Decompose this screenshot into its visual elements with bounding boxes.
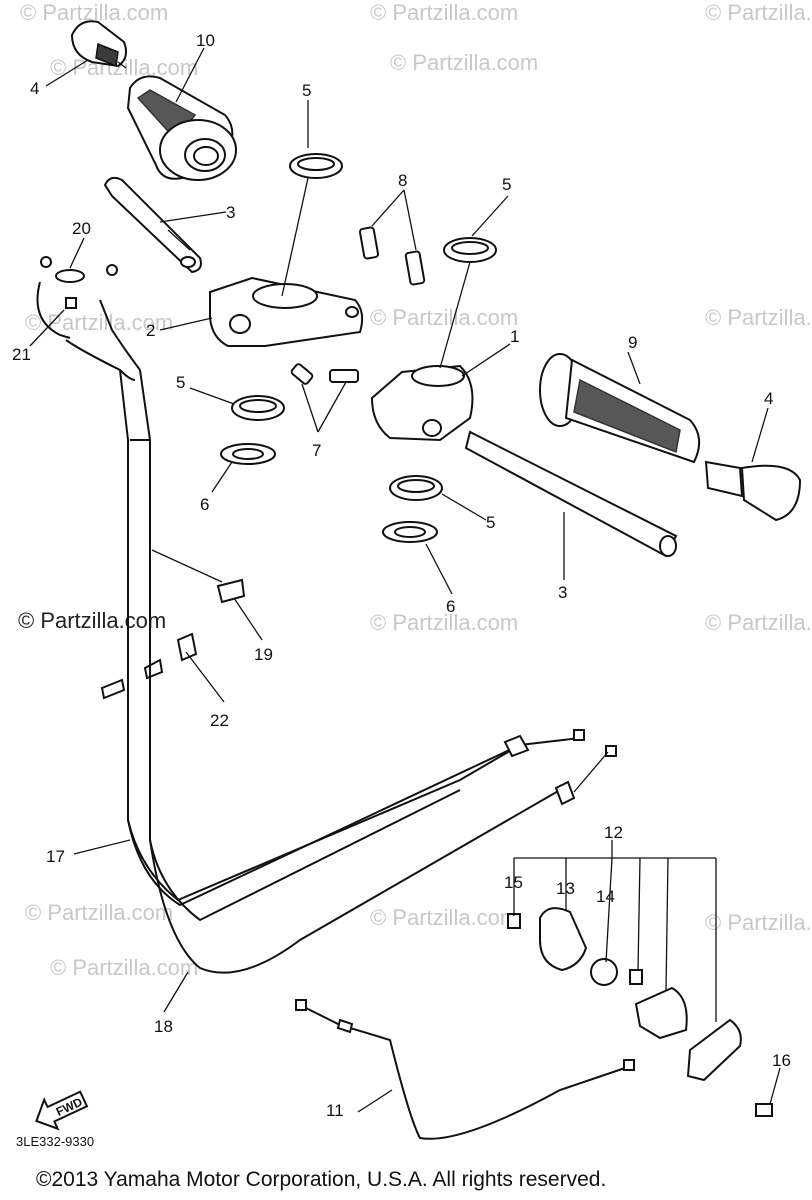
watermark-text: © Partzilla.com xyxy=(25,310,173,335)
diagram-code: 3LE332-9330 xyxy=(16,1134,94,1149)
callout-label: 6 xyxy=(446,597,455,616)
watermark-text: © Partzilla.com xyxy=(370,305,518,330)
watermark-text-strong: © Partzilla.com xyxy=(18,608,166,633)
watermark-text: © Partzilla.com xyxy=(705,305,812,330)
callout-label: 12 xyxy=(604,823,623,842)
callout-label: 17 xyxy=(46,847,65,866)
choke-cable-part xyxy=(295,999,635,1140)
callout-label: 4 xyxy=(764,389,773,408)
lever-assembly xyxy=(507,907,773,1117)
callout-label: 7 xyxy=(312,441,321,460)
callout-label: 3 xyxy=(558,583,567,602)
callout-label: 10 xyxy=(196,31,215,50)
watermark-text: © Partzilla.com xyxy=(25,900,173,925)
watermark-text: © Partzilla.com xyxy=(705,610,812,635)
throttle-cables xyxy=(36,281,617,974)
watermark-text: © Partzilla.com xyxy=(50,955,198,980)
throttle-grip-part xyxy=(126,75,237,181)
callout-label: 2 xyxy=(146,321,155,340)
end-weight-part-left xyxy=(70,20,127,69)
callout-label: 8 xyxy=(398,171,407,190)
handlebar-part-right xyxy=(464,430,678,558)
bolt-parts-upper xyxy=(358,226,426,286)
callout-label: 5 xyxy=(486,513,495,532)
callout-label: 16 xyxy=(772,1051,791,1070)
watermark-text: © Partzilla.com xyxy=(705,0,812,25)
watermark-text: © Partzilla.com xyxy=(370,610,518,635)
watermark-text: © Partzilla.com xyxy=(705,910,812,935)
callout-label: 11 xyxy=(326,1101,344,1120)
callout-label: 13 xyxy=(556,879,575,898)
callout-label: 15 xyxy=(504,873,523,892)
callout-label: 20 xyxy=(72,219,91,238)
washer-parts xyxy=(220,443,438,543)
callout-label: 3 xyxy=(226,203,235,222)
watermark-text: © Partzilla.com xyxy=(370,905,518,930)
bushing-rings xyxy=(231,153,497,501)
handlebar-holder-part-right xyxy=(370,364,474,442)
callout-label: 22 xyxy=(210,711,229,730)
callout-label: 21 xyxy=(12,345,31,364)
handlebar-grip-part-right xyxy=(539,353,701,464)
watermark-text: © Partzilla.com xyxy=(370,0,518,25)
copyright-notice: ©2013 Yamaha Motor Corporation, U.S.A. A… xyxy=(36,1168,606,1191)
callout-label: 6 xyxy=(200,495,209,514)
forward-arrow-icon: FWD xyxy=(35,1090,89,1131)
callout-label: 5 xyxy=(176,373,185,392)
callout-label: 18 xyxy=(154,1017,173,1036)
callout-label: 4 xyxy=(30,79,39,98)
callout-label: 19 xyxy=(254,645,273,664)
callout-label: 5 xyxy=(302,81,311,100)
callout-labels: 4 10 3 5 8 5 20 21 2 1 9 4 5 7 6 5 3 6 1… xyxy=(12,31,791,1120)
watermarks: © Partzilla.com © Partzilla.com © Partzi… xyxy=(18,0,812,980)
handlebar-part-left xyxy=(103,176,202,274)
callout-label: 9 xyxy=(628,333,637,352)
end-weight-part-right xyxy=(704,460,802,522)
watermark-text: © Partzilla.com xyxy=(390,50,538,75)
leader-lines xyxy=(29,47,781,1113)
callout-label: 14 xyxy=(596,887,615,906)
handlebar-holder-part-left xyxy=(209,276,364,347)
screw-parts xyxy=(290,363,359,385)
callout-label: 1 xyxy=(510,327,519,346)
callout-label: 5 xyxy=(502,175,511,194)
